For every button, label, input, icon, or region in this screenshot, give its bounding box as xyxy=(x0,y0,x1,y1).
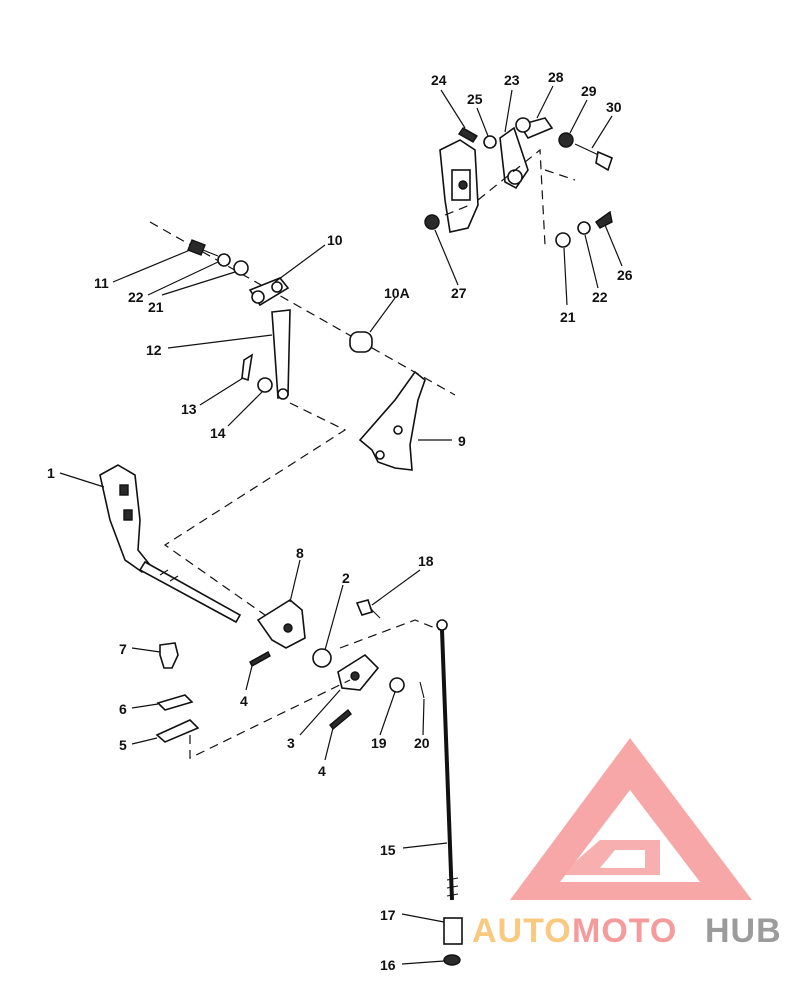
watermark-word-auto: AUTO xyxy=(472,912,572,950)
watermark-word-moto: MOTO xyxy=(572,912,677,950)
rod-assembly xyxy=(436,619,463,966)
callout-19: 19 xyxy=(371,735,387,751)
watermark-text: AUTO MOTO HUB xyxy=(472,912,782,950)
part-nut-29 xyxy=(558,132,574,148)
part-screw-4-lower xyxy=(329,708,352,731)
part-bracket-9 xyxy=(358,370,426,471)
part-screw-26 xyxy=(595,210,613,229)
part-plate-6 xyxy=(156,694,194,711)
callout-11: 11 xyxy=(94,275,109,291)
callout-1: 1 xyxy=(47,465,55,481)
callout-6: 6 xyxy=(119,701,127,717)
part-spacer-21 xyxy=(233,260,249,276)
callout-18: 18 xyxy=(418,553,434,569)
part-bolt-7 xyxy=(159,642,179,669)
watermark-word-hub: HUB xyxy=(705,912,782,950)
part-spacer-21-top xyxy=(555,232,571,248)
callout-labels: 1 2 3 4 4 5 6 7 8 9 10 10A 11 12 13 14 1… xyxy=(47,69,633,973)
leader-lines xyxy=(59,85,623,965)
upper-linkage-assembly xyxy=(424,117,613,248)
part-nut-25 xyxy=(483,135,497,149)
middle-linkage-assembly xyxy=(149,221,456,471)
callout-8: 8 xyxy=(296,545,304,561)
part-nut-16 xyxy=(443,954,461,966)
callout-21-upper: 21 xyxy=(560,309,576,325)
part-yoke-8 xyxy=(256,599,306,649)
part-washer-22 xyxy=(217,253,231,267)
part-cotter-pin-13 xyxy=(241,353,254,382)
part-pin-20 xyxy=(419,681,425,699)
callout-4-upper: 4 xyxy=(240,693,248,709)
callout-15: 15 xyxy=(380,842,396,858)
callout-12: 12 xyxy=(146,342,162,358)
callout-24: 24 xyxy=(431,72,447,88)
callout-7: 7 xyxy=(119,641,127,657)
part-washer-19 xyxy=(389,677,405,693)
callout-9: 9 xyxy=(458,433,466,449)
part-bushing-10a xyxy=(349,331,373,353)
part-rod-15 xyxy=(440,629,454,901)
callout-22-middle: 22 xyxy=(128,289,144,305)
callout-13: 13 xyxy=(181,401,197,417)
callout-29: 29 xyxy=(581,83,597,99)
part-bushing-2 xyxy=(312,648,332,668)
callout-17: 17 xyxy=(380,907,396,923)
callout-20: 20 xyxy=(414,735,430,751)
callout-2: 2 xyxy=(342,570,350,586)
callout-5: 5 xyxy=(119,737,127,753)
callout-27: 27 xyxy=(451,285,467,301)
part-screw-30 xyxy=(595,150,613,172)
part-screw-24 xyxy=(458,127,478,143)
part-bolt-11 xyxy=(187,239,206,256)
part-shaft xyxy=(138,560,242,624)
part-screw-4-upper xyxy=(249,651,271,667)
callout-28: 28 xyxy=(548,69,564,85)
callout-10: 10 xyxy=(327,232,343,248)
callout-3: 3 xyxy=(287,735,295,751)
part-washer-27 xyxy=(424,214,440,230)
callout-14: 14 xyxy=(210,425,226,441)
lower-lever-assembly xyxy=(99,402,441,759)
callout-23: 23 xyxy=(504,72,520,88)
callout-21-middle: 21 xyxy=(148,299,164,315)
part-washer-22-top xyxy=(577,221,591,235)
callout-25: 25 xyxy=(467,91,483,107)
callout-10a: 10A xyxy=(384,285,410,301)
part-washer-14 xyxy=(257,377,273,393)
part-coupler-17 xyxy=(443,917,463,945)
callout-16: 16 xyxy=(380,957,396,973)
callout-22-upper: 22 xyxy=(592,289,608,305)
callout-30: 30 xyxy=(606,99,622,115)
part-plate-5 xyxy=(155,719,200,743)
watermark-logo xyxy=(510,738,752,900)
callout-26: 26 xyxy=(617,267,633,283)
part-link-12 xyxy=(271,309,291,400)
part-bolt-18 xyxy=(355,599,374,616)
callout-4-lower: 4 xyxy=(318,763,326,779)
